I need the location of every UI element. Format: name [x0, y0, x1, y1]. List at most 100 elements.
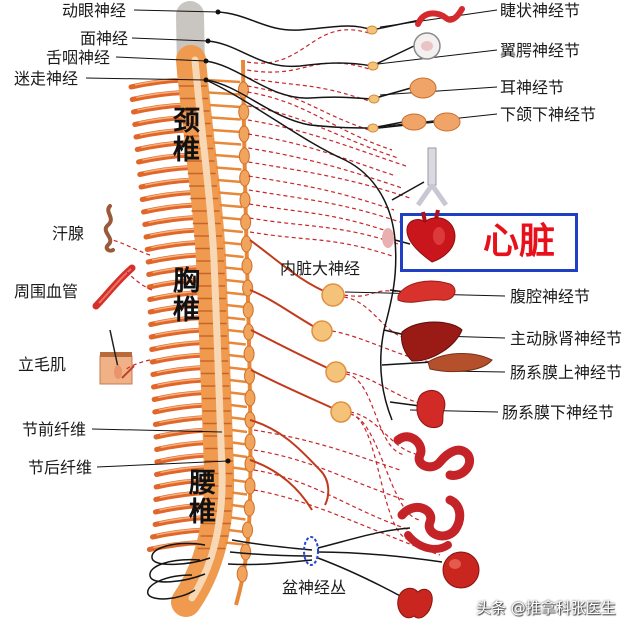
thoracic-sympathetic-fiber	[249, 231, 393, 257]
heart-highlight-label: 心脏	[482, 221, 555, 262]
spinal-nerve-highlight	[148, 215, 195, 224]
spinal-nerve-highlight	[159, 490, 206, 499]
lumbar-sympathetic-fiber	[253, 469, 411, 531]
cervical-sympathetic-fiber	[246, 29, 373, 64]
spinal-nerve-highlight	[144, 178, 192, 186]
otic-ganglion	[368, 94, 380, 104]
label-postganglionic-fiber: 节后纤维	[28, 458, 93, 477]
spinal-root	[223, 241, 244, 246]
sympathetic-chain-ganglion	[243, 345, 255, 363]
spinal-root	[231, 491, 248, 496]
spinal-nerve-highlight	[156, 528, 203, 536]
label-cervical-spine: 颈椎	[168, 106, 199, 164]
hair	[109, 329, 120, 373]
spinal-nerve-highlight	[151, 240, 198, 249]
label-celiac-ganglion: 腹腔神经节	[510, 287, 591, 306]
abdominal-postganglionic-fiber	[349, 411, 421, 456]
facial-fiber	[207, 40, 373, 68]
leader-preganglionic-fiber	[91, 428, 223, 433]
leader-ciliary-ganglion	[379, 9, 498, 28]
thoracic-sympathetic-fiber	[247, 119, 407, 167]
leader-glossopharyngeal	[115, 56, 207, 62]
pelvic-branch	[317, 551, 443, 563]
celiac-ganglion	[321, 283, 345, 307]
label-submandibular-ganglion: 下颌下神经节	[500, 105, 597, 124]
lumbar-sympathetic-fiber	[253, 429, 401, 471]
leader-dot	[225, 458, 231, 464]
spinal-root	[230, 403, 248, 409]
label-vagus-nerve: 迷走神经	[14, 69, 79, 88]
spinal-root	[224, 253, 244, 259]
spinal-nerve	[153, 490, 211, 502]
leader-dot	[203, 77, 209, 83]
thoracic-sympathetic-fiber	[248, 175, 395, 211]
label-lumbar-spine: 腰椎	[184, 468, 215, 526]
spinal-nerve-highlight	[142, 153, 189, 161]
label-oculomotor-nerve: 动眼神经	[62, 1, 127, 20]
vagus-kidney-branch	[389, 401, 421, 407]
lumbar-splanchnic-fiber	[249, 419, 330, 506]
spinal-root	[232, 466, 248, 471]
skin-effectors	[92, 204, 153, 385]
sacral-nerve-loop	[151, 542, 211, 566]
spinal-nerve-highlight	[149, 228, 197, 236]
kidney	[416, 390, 446, 429]
sweat-gland-fiber	[111, 239, 151, 256]
spinal-nerve-highlight	[143, 165, 190, 174]
spinal-nerve-highlight	[146, 190, 193, 199]
vessel-fiber	[126, 271, 153, 291]
spinal-root	[218, 191, 242, 196]
spinal-root	[228, 353, 247, 359]
spinal-root	[215, 166, 242, 171]
spinal-root	[228, 366, 247, 371]
label-thoracic-spine: 胸椎	[168, 266, 199, 324]
label-peripheral-vessel: 周围血管	[14, 282, 79, 301]
sympathetic-chain-ganglion	[244, 477, 256, 495]
large-intestine	[397, 495, 465, 541]
spinal-root	[225, 541, 244, 546]
aorticorenal-ganglion	[311, 320, 333, 342]
glossopharyngeal-fiber	[205, 60, 373, 100]
spinal-nerve	[143, 227, 201, 240]
label-pterygopalatine-ganglion: 翼腭神经节	[500, 41, 581, 60]
sympathetic-chain-ganglion	[242, 279, 254, 297]
sympathetic-trunk-ganglia	[236, 81, 256, 583]
sympathetic-chain-ganglion	[240, 235, 252, 253]
vagus-nerve-descending	[205, 79, 397, 421]
abdominal-postganglionic-fiber	[349, 413, 411, 541]
spinal-nerve-highlight	[147, 203, 194, 211]
leader-dot	[205, 38, 211, 44]
spinal-nerve-highlight	[153, 290, 200, 299]
pterygopalatine-branch	[371, 45, 415, 67]
spinal-root	[230, 516, 246, 521]
spinal-root	[210, 116, 241, 121]
arrector-pili-muscle	[121, 365, 135, 379]
spinal-root	[232, 453, 248, 459]
lung	[382, 228, 394, 248]
leader-facial	[131, 37, 209, 42]
spinal-root	[211, 128, 242, 134]
spinal-root	[227, 341, 246, 346]
superior-mesenteric-ganglion	[325, 361, 347, 383]
spinal-nerve-highlight	[159, 415, 206, 424]
pelvic-splanchnic-fiber	[229, 551, 313, 557]
spinal-nerve-highlight	[139, 128, 187, 136]
cranial-parasympathetic-ganglia	[366, 25, 380, 133]
liver	[401, 321, 463, 362]
spinal-nerve-highlight	[152, 265, 199, 274]
heart-highlight-box: 心脏	[400, 213, 578, 272]
label-superior-mesenteric-ganglion: 肠系膜上神经节	[510, 363, 623, 382]
label-glossopharyngeal-nerve: 舌咽神经	[46, 48, 111, 67]
lumbar-splanchnic-fiber	[249, 459, 313, 511]
inferior-mesenteric-ganglion	[330, 401, 352, 423]
spinal-cord	[188, 56, 226, 602]
spinal-nerve-highlight	[155, 328, 202, 336]
label-ciliary-ganglion: 睫状神经节	[500, 1, 581, 20]
spinal-root	[216, 178, 242, 184]
thoracic-sympathetic-fiber	[248, 147, 403, 189]
vagus-lung-branch	[391, 181, 425, 201]
lumbar-sympathetic-fiber	[253, 449, 406, 501]
pelvic-branch	[317, 527, 411, 549]
